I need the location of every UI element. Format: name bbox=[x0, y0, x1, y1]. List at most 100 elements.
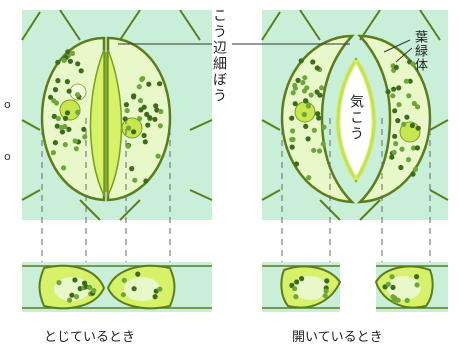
chloroplast-dot bbox=[53, 140, 58, 145]
chloroplast-dot bbox=[405, 298, 410, 303]
chloroplast-dot bbox=[310, 59, 315, 64]
chloroplast-dot bbox=[131, 94, 136, 99]
chloroplast-dot bbox=[156, 154, 161, 159]
chloroplast-dot bbox=[404, 79, 409, 84]
chloroplast-dot bbox=[385, 89, 390, 94]
chloroplast-dot bbox=[157, 287, 162, 292]
chloroplast-dot bbox=[302, 112, 307, 117]
chloroplast-dot bbox=[138, 98, 143, 103]
chloroplast-dot bbox=[413, 167, 418, 172]
chloroplast-dot bbox=[290, 145, 295, 150]
chloroplast-dot bbox=[312, 128, 317, 133]
chloroplast-dot bbox=[143, 139, 148, 144]
chloroplast-dot bbox=[152, 117, 157, 122]
chloroplast-dot bbox=[300, 80, 305, 85]
chloroplast-dot bbox=[146, 82, 151, 87]
chloroplast-dot bbox=[404, 115, 409, 120]
chloroplast-dot bbox=[66, 127, 71, 132]
chloroplast-dot bbox=[289, 137, 294, 142]
chloroplast-dot bbox=[398, 165, 403, 170]
chloroplast-dot bbox=[147, 115, 152, 120]
chloroplast-dot bbox=[70, 51, 75, 56]
chloroplast-dot bbox=[68, 59, 73, 64]
chloroplast-dot bbox=[140, 76, 145, 81]
chloroplast-dot bbox=[304, 85, 309, 90]
bullet-marker-2: o bbox=[4, 150, 11, 163]
chloroplast-dot bbox=[63, 142, 68, 147]
chloroplast-dot bbox=[415, 104, 420, 109]
bullet-marker-1: o bbox=[4, 98, 11, 111]
chloroplast-dot bbox=[129, 166, 134, 171]
chloroplast-dot bbox=[72, 277, 77, 282]
chloroplast-dot bbox=[321, 141, 326, 146]
chloroplast-dot bbox=[396, 85, 401, 90]
chloroplast-dot bbox=[415, 282, 420, 287]
chloroplast-label: 葉緑体 bbox=[413, 30, 426, 72]
chloroplast-dot bbox=[126, 126, 131, 131]
chloroplast-dot bbox=[416, 126, 421, 131]
chloroplast-dot bbox=[55, 60, 60, 65]
chloroplast-dot bbox=[410, 172, 415, 177]
chloroplast-dot bbox=[132, 286, 137, 291]
chloroplast-dot bbox=[56, 280, 61, 285]
chloroplast-dot bbox=[51, 150, 56, 155]
chloroplast-dot bbox=[392, 134, 397, 139]
chloroplast-dot bbox=[61, 165, 66, 170]
chloroplast-dot bbox=[414, 274, 419, 279]
chloroplast-dot bbox=[395, 118, 400, 123]
chloroplast-dot bbox=[306, 175, 311, 180]
chloroplast-dot bbox=[293, 101, 298, 106]
chloroplast-dot bbox=[65, 49, 70, 54]
chloroplast-dot bbox=[292, 83, 297, 88]
chloroplast-dot bbox=[59, 125, 64, 130]
chloroplast-dot bbox=[137, 116, 142, 121]
chloroplast-dot bbox=[389, 274, 394, 279]
chloroplast-dot bbox=[55, 78, 60, 83]
chloroplast-dot bbox=[392, 108, 397, 113]
chloroplast-dot bbox=[323, 293, 328, 298]
chloroplast-dot bbox=[389, 155, 394, 160]
chloroplast-dot bbox=[82, 281, 87, 286]
chloroplast-dot bbox=[158, 123, 163, 128]
chloroplast-dot bbox=[294, 279, 299, 284]
chloroplast-dot bbox=[153, 294, 158, 299]
guard-cell-label: こう辺細ぼう bbox=[212, 8, 226, 104]
chloroplast-dot bbox=[142, 133, 147, 138]
chloroplast-dot bbox=[299, 58, 304, 63]
chloroplast-dot bbox=[121, 292, 126, 297]
chloroplast-dot bbox=[295, 78, 300, 83]
chloroplast-dot bbox=[293, 294, 298, 299]
chloroplast-dot bbox=[309, 92, 314, 97]
chloroplast-dot bbox=[153, 103, 158, 108]
chloroplast-dot bbox=[306, 136, 311, 141]
chloroplast-dot bbox=[125, 108, 130, 113]
chloroplast-dot bbox=[306, 103, 311, 108]
chloroplast-dot bbox=[391, 87, 396, 92]
chloroplast-dot bbox=[65, 79, 70, 84]
chloroplast-dot bbox=[292, 286, 297, 291]
chloroplast-dot bbox=[67, 89, 72, 94]
chloroplast-dot bbox=[87, 285, 92, 290]
chloroplast-dot bbox=[75, 92, 80, 97]
chloroplast-dot bbox=[321, 125, 326, 130]
closed-top-panel bbox=[22, 10, 212, 220]
chloroplast-dot bbox=[123, 116, 128, 121]
chloroplast-dot bbox=[396, 102, 401, 107]
open-cross-section bbox=[262, 262, 448, 312]
chloroplast-dot bbox=[410, 123, 415, 128]
chloroplast-dot bbox=[79, 68, 84, 73]
chloroplast-dot bbox=[311, 148, 316, 153]
chloroplast-dot bbox=[73, 138, 78, 143]
chloroplast-dot bbox=[386, 282, 391, 287]
chloroplast-dot bbox=[60, 129, 65, 134]
chloroplast-dot bbox=[290, 128, 295, 133]
chloroplast-dot bbox=[289, 116, 294, 121]
chloroplast-dot bbox=[131, 129, 136, 134]
chloroplast-dot bbox=[75, 110, 80, 115]
chloroplast-dot bbox=[67, 298, 72, 303]
chloroplast-dot bbox=[317, 93, 322, 98]
chloroplast-dot bbox=[390, 294, 395, 299]
chloroplast-dot bbox=[316, 115, 321, 120]
chloroplast-dot bbox=[63, 116, 68, 121]
